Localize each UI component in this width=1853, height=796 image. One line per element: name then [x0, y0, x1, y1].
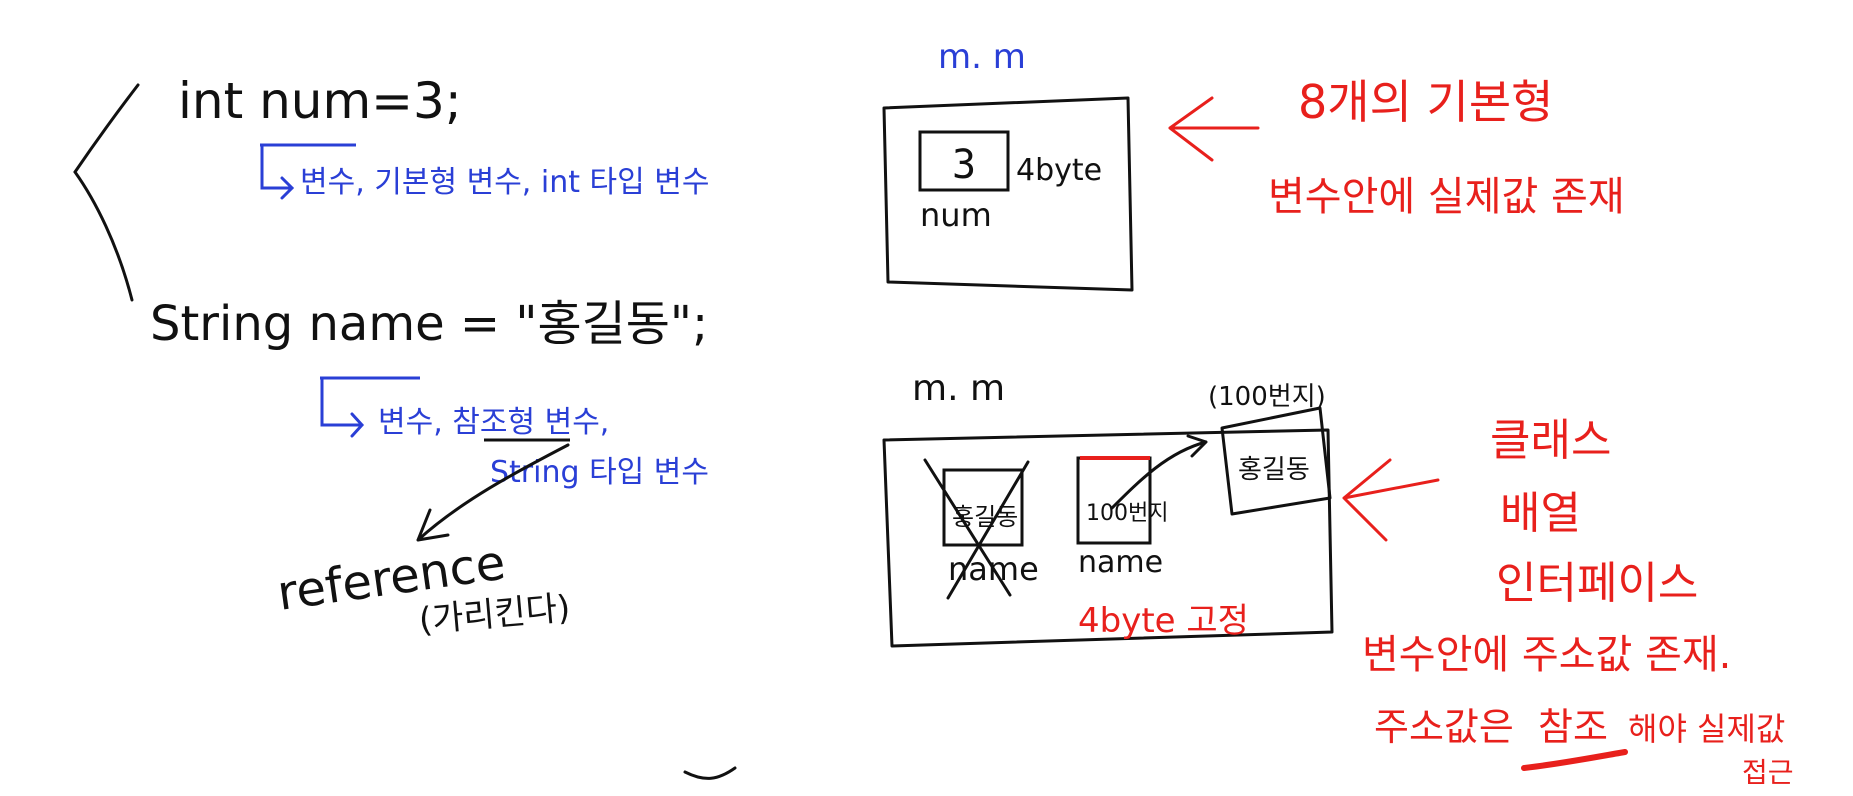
arrow-top — [1168, 96, 1260, 162]
right-bottom-line2: 배열 — [1500, 488, 1581, 539]
right-bottom-line3: 인터페이스 — [1496, 558, 1698, 609]
note-string-arrow — [320, 376, 365, 438]
cross-mark — [923, 458, 1030, 600]
heap-value: 홍길동 — [1238, 455, 1310, 485]
old-value: 홍길동 — [952, 503, 1018, 531]
underline-chamjo — [1521, 749, 1628, 771]
right-top-line2: 변수안에 실제값 존재 — [1268, 174, 1625, 220]
heap-cell — [1220, 406, 1332, 516]
pointer-arrow — [1110, 434, 1208, 510]
left-brace — [73, 83, 140, 302]
box-top-frame — [882, 96, 1134, 292]
box-bottom-label: m. m — [912, 368, 1005, 409]
box-top-size: 4byte — [1016, 153, 1102, 188]
addr-value: 100번지 — [1086, 501, 1168, 526]
bottom-size: 4byte 고정 — [1078, 601, 1249, 641]
note-int-arrow — [260, 143, 295, 200]
note-string-1: 변수, 참조형 변수, — [378, 405, 609, 440]
box-top-value: 3 — [952, 142, 976, 188]
code-string: String name = "홍길동"; — [150, 296, 708, 352]
note-int: 변수, 기본형 변수, int 타입 변수 — [300, 165, 709, 200]
bottom-stroke — [683, 766, 737, 780]
right-bottom-line5a: 주소값은 — [1374, 705, 1514, 749]
box-top-varname: num — [920, 196, 992, 234]
box-top-cell — [918, 130, 1010, 192]
code-int: int num=3; — [178, 72, 462, 130]
arrow-bottom — [1342, 458, 1440, 542]
heap-addr: (100번지) — [1208, 382, 1326, 412]
box-top-label: m. m — [938, 37, 1026, 77]
right-bottom-line6: 접근 — [1742, 756, 1794, 789]
right-bottom-line5b: 참조 — [1538, 705, 1608, 749]
right-bottom-line1: 클래스 — [1490, 415, 1611, 466]
new-name: name — [1078, 545, 1163, 580]
right-top-line1: 8개의 기본형 — [1298, 75, 1554, 129]
reference-arrow — [416, 443, 570, 542]
right-bottom-line4: 변수안에 주소값 존재. — [1362, 632, 1731, 678]
right-bottom-line5c: 해야 실제값 — [1628, 710, 1785, 748]
old-cell — [942, 468, 1024, 547]
box-bottom-frame — [882, 428, 1334, 648]
note-string-2: String 타입 변수 — [490, 455, 709, 490]
